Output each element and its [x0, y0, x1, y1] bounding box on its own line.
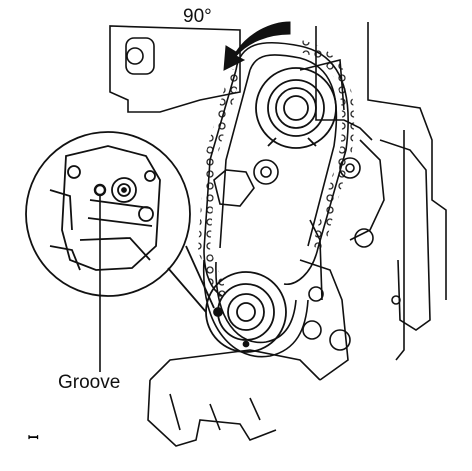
rotation-angle-label: 90° — [183, 6, 212, 27]
groove-detail-inset — [25, 131, 215, 313]
timing-chain — [197, 40, 355, 358]
rotation-arrow-icon — [223, 21, 291, 71]
groove-label: Groove — [58, 372, 121, 393]
camshaft-sprocket — [255, 67, 337, 149]
figure-code-mark: ꟷ — [28, 431, 39, 446]
